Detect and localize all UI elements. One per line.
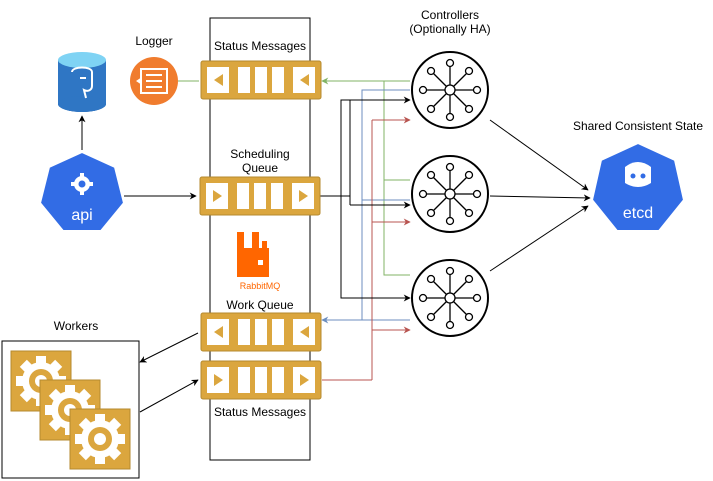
logger-icon[interactable] [130,57,178,105]
rabbitmq-logo: RabbitMQ [237,232,280,291]
logger-label: Logger [135,34,172,48]
work-queue-label: Work Queue [226,298,293,312]
workers-label: Workers [54,319,98,333]
scheduling-queue[interactable] [199,176,321,216]
scheduling-edges [320,96,411,302]
controller-2[interactable] [411,155,489,233]
result-edges [322,116,411,381]
status-messages-queue-top[interactable] [200,60,322,100]
etcd-icon[interactable]: etcd [590,141,686,232]
postgres-database-icon[interactable] [58,52,106,112]
work-queue[interactable] [200,312,322,352]
scheduling-label-line2: Queue [242,161,278,175]
api-label: api [71,207,92,224]
controllers-to-etcd-edges [489,119,591,272]
workers-to-status-edge [139,379,199,413]
controllers-title: Controllers [421,8,479,22]
controllers-subtitle: (Optionally HA) [409,22,490,36]
scheduling-label-line1: Scheduling [230,147,289,161]
status-messages-queue-bottom[interactable] [200,360,322,400]
rabbitmq-wordmark: RabbitMQ [240,281,281,291]
status-messages-top-label: Status Messages [214,39,306,53]
kubernetes-api-icon[interactable]: api [38,150,126,232]
workqueue-to-workers-edge [139,332,199,363]
shared-state-label: Shared Consistent State [573,119,703,133]
work-edges [321,89,410,324]
controller-3[interactable] [411,259,489,337]
status-messages-bottom-label: Status Messages [214,405,306,419]
controller-1[interactable] [411,51,489,129]
worker-gear-icon-3[interactable] [69,408,131,470]
etcd-label: etcd [623,205,653,222]
